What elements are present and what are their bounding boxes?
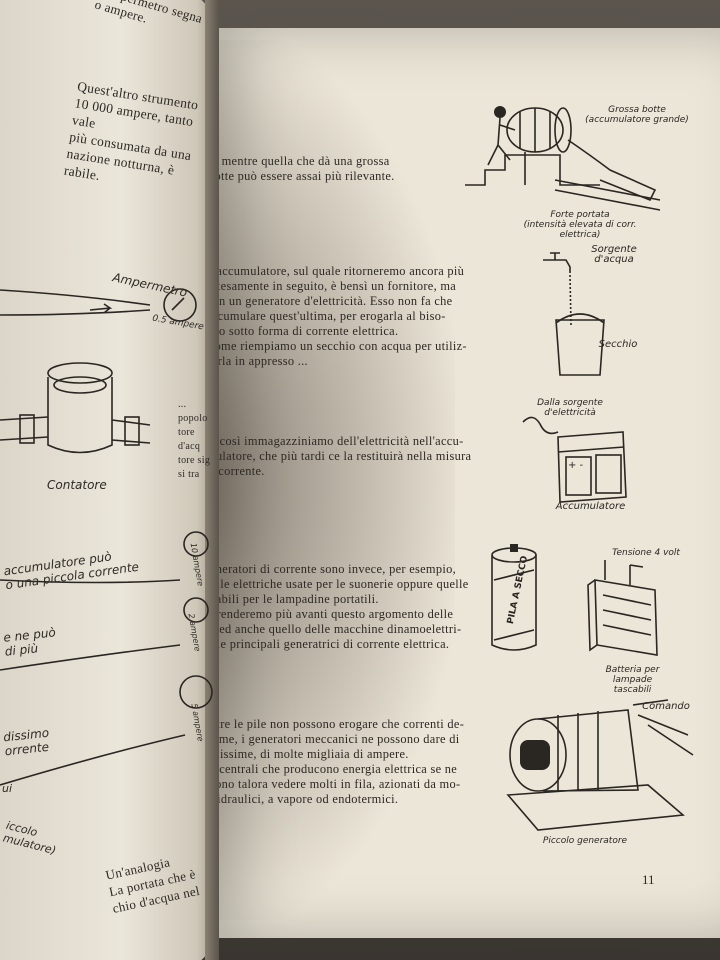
controls-caption: Comando: [642, 701, 690, 712]
voltage-caption: Tensione 4 volt: [612, 548, 680, 558]
dry-cell-illustration: [491, 544, 537, 651]
meter-caption: Contatore: [47, 478, 107, 492]
big-caption: dissimo orrente: [2, 725, 50, 759]
barrel-illustration: [465, 106, 661, 211]
water-meter-illustration: [0, 362, 151, 454]
paragraph-botte: ... mentre quella che dà una grossa bott…: [208, 154, 395, 183]
paragraph-pile: ntre le pile non possono erogare che cor…: [210, 717, 465, 806]
left-fragment: ... popolo tore d'acq tore sig si tra: [178, 399, 211, 480]
bucket-caption: Secchio: [598, 339, 638, 350]
ammeter-illustration: [0, 288, 197, 322]
elec-source-caption: Dalla sorgente d'elettricità: [537, 398, 603, 418]
barrel-caption: Grossa botte (accumulatore grande): [585, 105, 689, 125]
accumulator-illustration: + -: [522, 416, 627, 503]
paragraph-generatori: eneratori di corrente sono invece, per e…: [210, 562, 469, 651]
accumulator-caption: Accumulatore: [555, 501, 626, 512]
flow-caption: Forte portata (intensità elevata di corr…: [523, 210, 637, 240]
left-page: [0, 0, 215, 960]
page-curve-shadow: [195, 40, 455, 920]
source-caption: Sorgente d'acqua: [591, 244, 637, 265]
left-gauges-illustration: [0, 531, 213, 786]
generator-caption: Piccolo generatore: [542, 836, 628, 846]
big-prefix: ui: [2, 782, 13, 795]
flat-battery-caption: Batteria per lampade tascabili: [605, 665, 660, 695]
paragraph-immagazziniamo: ... così immagazziniamo dell'elettricità…: [206, 434, 472, 478]
more-caption: e ne può di più: [2, 625, 57, 659]
generator-illustration: [506, 699, 694, 831]
svg-text:+ -: + -: [568, 460, 584, 471]
paragraph-accumulatore: L'accumulatore, sul quale ritorneremo an…: [206, 264, 467, 368]
left-page-edge: [205, 0, 219, 960]
flat-battery-illustration: [587, 560, 658, 656]
tap-bucket-illustration: [543, 252, 605, 376]
page-number: 11: [642, 872, 655, 887]
left-paragraph: Quest'altro strumento 10 000 ampere, tan…: [63, 78, 200, 184]
